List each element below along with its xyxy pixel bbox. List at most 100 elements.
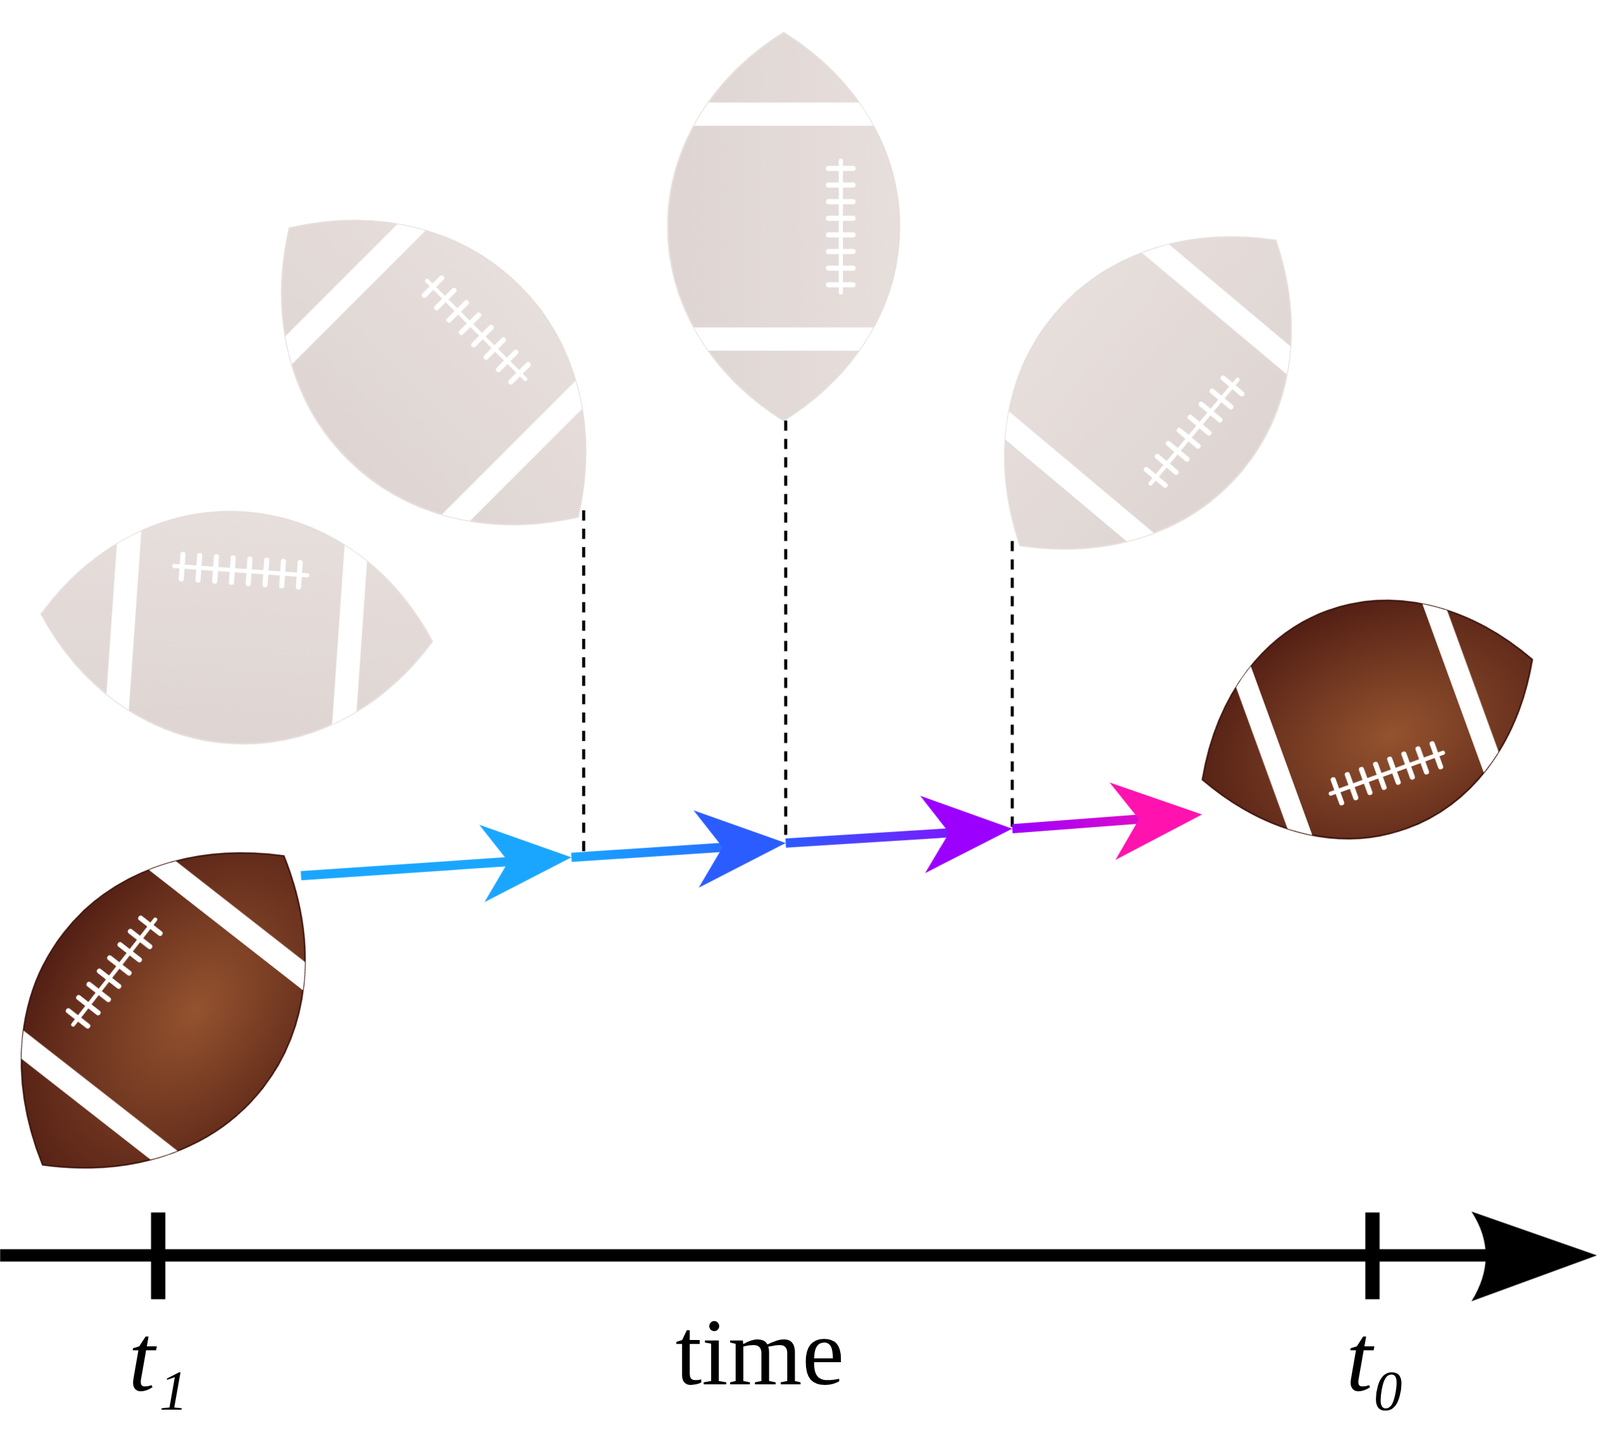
ball-lace xyxy=(130,931,150,947)
ball-lace xyxy=(281,560,284,586)
ball-lace xyxy=(436,290,454,308)
ball-lace xyxy=(99,971,119,987)
ghost-football xyxy=(31,477,442,779)
ball-marks xyxy=(1215,552,1521,887)
ball-lace xyxy=(1389,759,1399,782)
ball-stripe xyxy=(101,481,145,758)
ball-body xyxy=(0,778,384,1243)
ball-lace xyxy=(140,918,160,934)
ball-stripe xyxy=(239,177,461,400)
ball-lace xyxy=(1157,456,1177,473)
dashed-guide xyxy=(784,420,788,843)
ball-lace xyxy=(828,165,854,171)
ball-body xyxy=(667,32,900,421)
ball-lace xyxy=(828,198,854,204)
ball-lace xyxy=(486,340,504,358)
ball-lace xyxy=(89,983,109,1000)
time-axis xyxy=(0,1211,1597,1302)
ball-stripe xyxy=(646,327,921,351)
ball-lace xyxy=(214,556,217,582)
ball-lace xyxy=(828,232,854,238)
ball-lace xyxy=(473,327,491,345)
ball-marks xyxy=(239,177,629,567)
ball-lace xyxy=(1347,774,1356,798)
ball-lace xyxy=(1146,469,1166,486)
ball-lace xyxy=(828,215,854,221)
ghost-layer xyxy=(31,32,1387,779)
ball-seam xyxy=(427,281,526,380)
ball-stripe xyxy=(406,345,629,567)
ball-stripe xyxy=(0,998,219,1202)
ball-seam xyxy=(174,566,308,576)
arrow-head xyxy=(919,790,1015,874)
solid-layer xyxy=(0,530,1580,1257)
dashed-guide xyxy=(581,510,586,858)
ball-marks xyxy=(101,481,372,774)
ball-stripe xyxy=(328,497,372,774)
axis-line xyxy=(0,1249,1531,1262)
ghost-football xyxy=(646,32,921,421)
ball-lace xyxy=(1178,430,1198,447)
ball-lace xyxy=(68,1010,88,1026)
ball-lace xyxy=(1375,764,1385,788)
dashed-guide xyxy=(1010,540,1014,829)
ball-lace xyxy=(498,352,516,370)
ball-lace xyxy=(828,248,854,254)
ball-lace xyxy=(120,944,140,960)
ball-stripe xyxy=(646,102,921,126)
ball-lace xyxy=(1432,743,1441,767)
ball-stripe xyxy=(1215,621,1329,887)
ball-body xyxy=(926,162,1370,624)
ball-marks xyxy=(955,202,1341,584)
tick-label: t₁ xyxy=(128,1310,189,1406)
ball-lace xyxy=(424,277,442,296)
ball-body xyxy=(32,498,441,757)
ball-lace xyxy=(265,560,268,586)
ball-lace xyxy=(78,997,98,1013)
axis-tick xyxy=(151,1212,166,1300)
ball-lace xyxy=(198,555,201,580)
arrow-head xyxy=(693,804,789,888)
ball-lace xyxy=(109,957,129,974)
axis-title: time xyxy=(675,1304,845,1400)
football xyxy=(1155,530,1580,909)
ball-marks xyxy=(646,102,921,351)
arrow-head xyxy=(1109,775,1205,860)
ball-stripe xyxy=(108,819,359,1022)
ghost-football xyxy=(187,125,681,620)
ball-lace xyxy=(248,559,251,584)
ball-lace xyxy=(828,265,854,271)
ball-stripe xyxy=(955,379,1193,584)
ball-lace xyxy=(1361,769,1370,793)
dashed-guides xyxy=(583,420,1013,858)
ball-lace xyxy=(231,557,234,583)
ball-lace xyxy=(1201,403,1221,420)
ball-seam xyxy=(838,160,843,293)
ball-lace xyxy=(1211,391,1231,408)
ball-lace xyxy=(298,562,301,587)
ball-seam xyxy=(73,919,156,1025)
ball-lace xyxy=(1418,749,1427,772)
tick-label: t₀ xyxy=(1346,1310,1406,1406)
ball-lace xyxy=(181,554,183,579)
ball-lace xyxy=(1223,377,1243,394)
ball-lace xyxy=(510,364,529,382)
axis-arrowhead xyxy=(1471,1211,1597,1302)
ball-marks xyxy=(0,819,359,1202)
football xyxy=(0,763,402,1257)
ball-lace xyxy=(1168,443,1188,460)
axis-tick xyxy=(1365,1212,1380,1300)
ball-lace xyxy=(1190,417,1210,434)
ball-body xyxy=(1163,550,1573,889)
ball-lace xyxy=(461,315,479,333)
time-arrow xyxy=(300,775,1205,902)
ghost-football xyxy=(909,147,1387,639)
ball-lace xyxy=(1403,754,1412,777)
ball-lace xyxy=(828,282,854,288)
ball-body xyxy=(203,141,665,603)
ball-lace xyxy=(1333,779,1342,803)
ball-stripe xyxy=(1103,202,1341,407)
ball-lace xyxy=(448,302,467,320)
